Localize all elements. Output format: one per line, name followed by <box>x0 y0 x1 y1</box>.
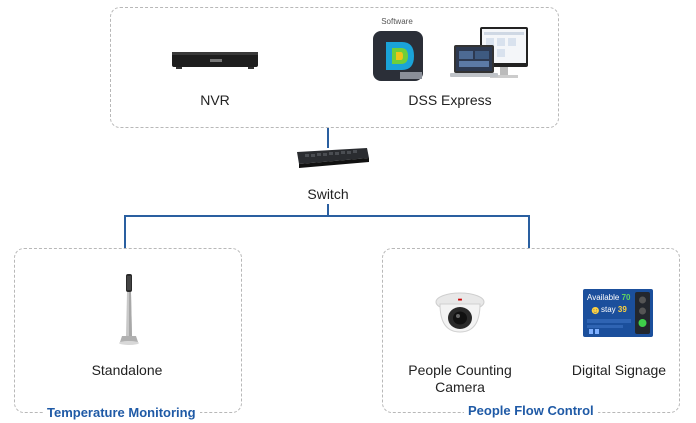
signage-available-label: Available <box>587 293 620 302</box>
standalone-terminal-icon <box>112 270 142 350</box>
camera-label-line2: Camera <box>435 379 485 395</box>
dss-express-label: DSS Express <box>408 92 492 108</box>
switch-label: Switch <box>307 186 349 202</box>
signage-stay-value: 39 <box>617 305 627 314</box>
nvr-device-icon <box>170 48 260 72</box>
top-group-box <box>110 7 559 128</box>
signage-person-icon: ☻ <box>589 303 602 317</box>
camera-label-line1: People Counting <box>408 362 512 378</box>
dome-camera-icon: ▬ <box>434 290 486 336</box>
signage-stay-label: stay <box>601 305 616 314</box>
people-counting-camera-label: People Counting Camera <box>400 362 520 396</box>
svg-text:▬: ▬ <box>458 297 463 303</box>
signage-available-row: Available 70 <box>587 293 630 302</box>
dss-express-logo-icon <box>372 30 424 82</box>
temperature-monitoring-title: Temperature Monitoring <box>43 405 200 420</box>
digital-signage-icon: Available 70 stay 39 ☻ <box>583 289 653 337</box>
laptop-monitor-icon <box>450 25 530 83</box>
connector-switch-down <box>327 204 329 216</box>
connector-to-temperature-group <box>124 215 126 248</box>
signage-stay-row: stay 39 <box>601 305 627 314</box>
software-caption: Software <box>381 17 413 26</box>
network-switch-icon <box>291 146 371 172</box>
connector-to-people-flow-group <box>528 215 530 248</box>
people-flow-control-title: People Flow Control <box>464 403 598 418</box>
nvr-label: NVR <box>200 92 230 108</box>
standalone-label: Standalone <box>91 362 163 378</box>
connector-top-to-switch <box>327 128 329 148</box>
signage-available-value: 70 <box>621 293 631 302</box>
connector-horizontal-bus <box>124 215 529 217</box>
digital-signage-label: Digital Signage <box>571 362 667 378</box>
